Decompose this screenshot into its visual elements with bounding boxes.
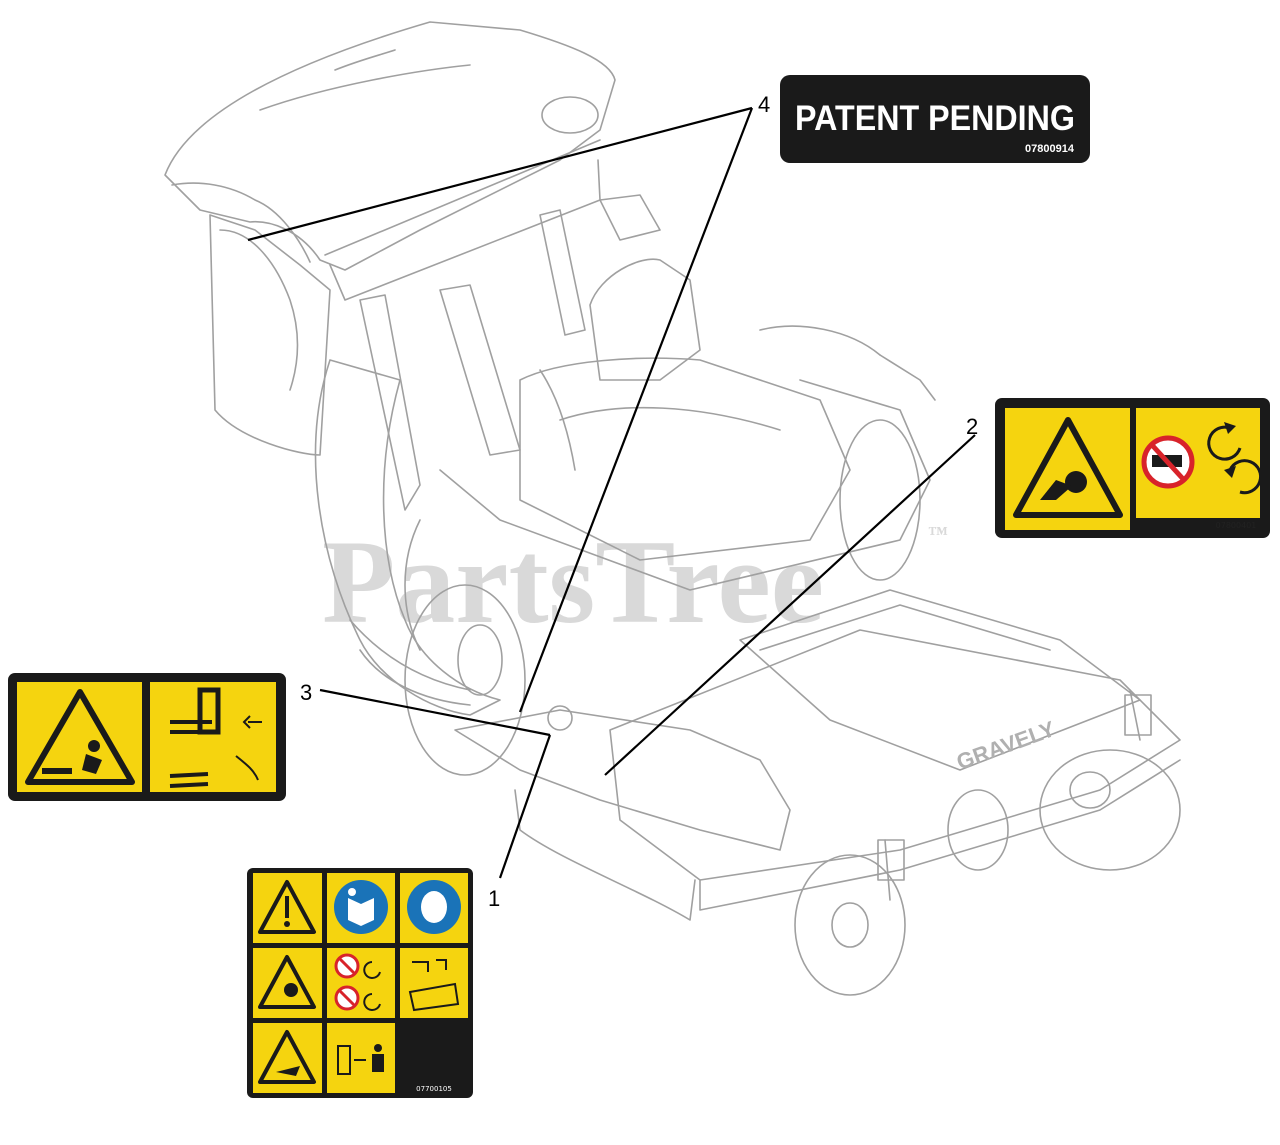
rear-wheel-left — [404, 584, 526, 776]
callout-3: 3 — [300, 680, 312, 705]
decal-2-part-number: 07800401 — [1216, 521, 1257, 530]
rear-wheel-right — [839, 419, 921, 581]
leader-1 — [498, 734, 552, 879]
operator-seat — [589, 258, 701, 381]
leader-lines — [247, 106, 976, 879]
patent-part-number: 07800914 — [1025, 143, 1075, 155]
chute-install-icon — [408, 959, 460, 1012]
svg-text:GRAVELY: GRAVELY — [953, 716, 1058, 775]
rotation-icon — [1207, 425, 1242, 461]
callout-1: 1 — [488, 886, 500, 911]
decal-3 — [8, 673, 286, 801]
watermark-trademark: ™ — [928, 523, 948, 545]
person-injury-icon — [258, 1030, 316, 1084]
leader-3 — [319, 688, 551, 737]
caster-wheel-front-right — [1039, 749, 1181, 871]
decal-1: 07700105 — [247, 868, 473, 1098]
callout-2: 2 — [966, 414, 978, 439]
leader-4b — [247, 106, 753, 242]
mower-chassis — [439, 379, 931, 591]
caster-wheel-rear — [947, 789, 1009, 871]
mower-illustration: GRAVELY — [164, 21, 1181, 996]
hazard-thrown-object-icon — [258, 955, 316, 1009]
discharge-chute — [314, 359, 501, 716]
mower-deck — [609, 629, 1181, 881]
person-struck-icon — [88, 740, 100, 752]
bagger-bin — [209, 214, 331, 456]
keep-away-icon — [337, 1045, 351, 1075]
leader-4a — [518, 107, 754, 713]
warning-triangle-icon — [25, 689, 135, 785]
hand-icon — [1040, 480, 1072, 500]
warning-triangle-icon — [1013, 417, 1123, 518]
callout-4: 4 — [758, 92, 770, 117]
bagger-lid — [164, 21, 616, 271]
side-discharge-box — [454, 709, 791, 851]
caster-wheel-front-left — [794, 854, 906, 996]
watermark: PartsTree ™ — [322, 515, 948, 648]
bagger-lid-edge — [171, 182, 311, 263]
decal-1-part-number: 07700105 — [416, 1085, 452, 1093]
patent-pending-text: PATENT PENDING — [795, 99, 1075, 138]
decal-2: 07800401 — [995, 398, 1270, 538]
decal-patent-pending: PATENT PENDING 07800914 — [780, 75, 1090, 163]
bagger-frame — [359, 294, 421, 511]
watermark-text: PartsTree — [322, 515, 824, 648]
general-warning-icon — [258, 880, 316, 934]
leader-2 — [604, 434, 976, 776]
